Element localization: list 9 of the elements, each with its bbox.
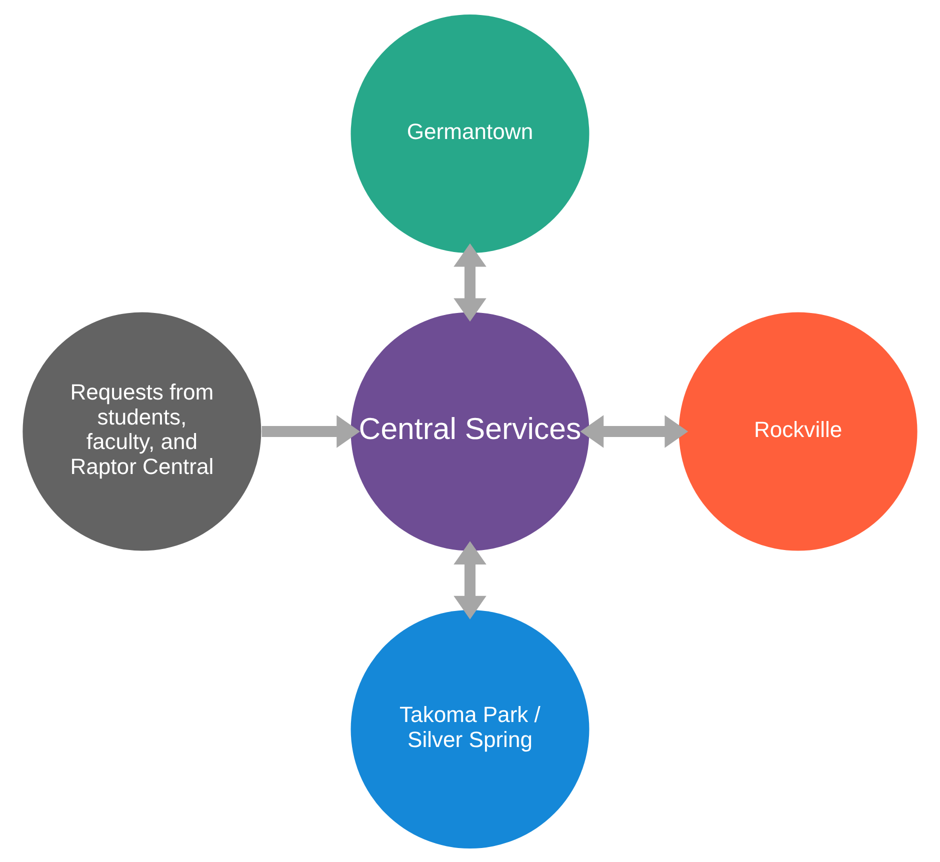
node-circle: Central Services — [350, 312, 590, 550]
node-circle: Rockville — [678, 312, 918, 550]
node-circle: Germantown — [350, 14, 590, 252]
arrow — [454, 540, 486, 619]
node-circle: Requests from students, faculty, and Raptor Central — [22, 312, 262, 550]
arrow — [454, 242, 486, 322]
arrow — [580, 414, 688, 448]
arrow — [262, 414, 360, 448]
node-circle: Takoma Park / Silver Spring — [350, 610, 590, 848]
